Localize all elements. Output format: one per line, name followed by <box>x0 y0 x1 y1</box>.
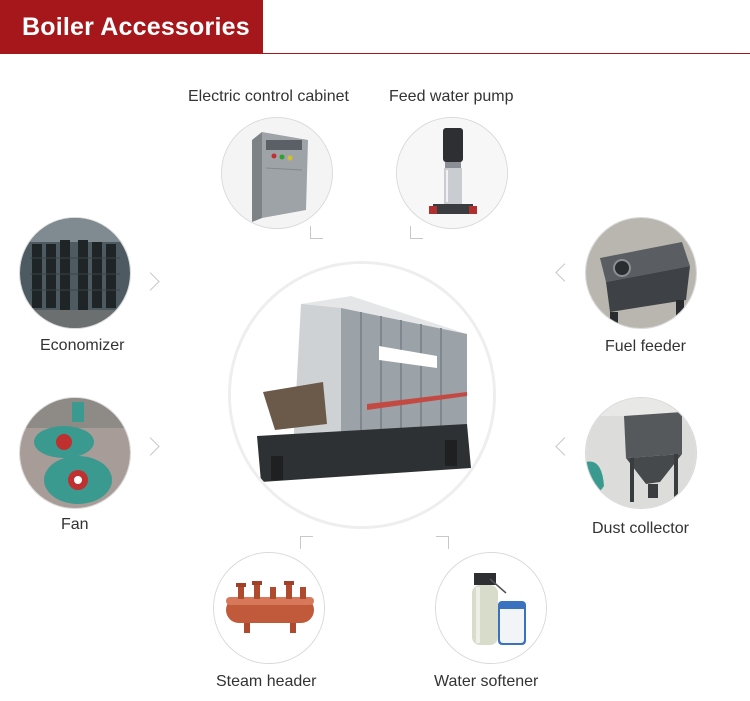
connector-arrow-cabinet <box>310 226 323 239</box>
connector-arrow-dust <box>555 437 574 456</box>
water-pump-image <box>396 117 508 229</box>
header-bar: Boiler Accessories <box>0 0 263 54</box>
control-cabinet-label: Electric control cabinet <box>188 88 349 105</box>
economizer-label: Economizer <box>40 337 125 354</box>
economizer-icon <box>20 218 130 328</box>
fan-image <box>19 397 131 509</box>
fan-icon <box>20 398 130 508</box>
control-cabinet-image <box>221 117 333 229</box>
dust-collector-image <box>585 397 697 509</box>
water-softener-image <box>435 552 547 664</box>
connector-arrow-steam <box>300 536 313 549</box>
page-title: Boiler Accessories <box>22 12 250 41</box>
boiler-icon <box>231 264 493 526</box>
steam-header-label: Steam header <box>216 673 317 690</box>
connector-arrow-feeder <box>555 263 574 282</box>
water-pump-icon <box>397 118 507 228</box>
economizer-image <box>19 217 131 329</box>
connector-arrow-fan <box>141 437 160 456</box>
dust-collector-icon <box>586 398 696 508</box>
boiler-image <box>228 261 496 529</box>
fuel-feeder-image <box>585 217 697 329</box>
connector-arrow-pump <box>410 226 423 239</box>
header-divider <box>263 53 750 54</box>
fan-label: Fan <box>61 516 89 533</box>
fuel-feeder-label: Fuel feeder <box>605 338 686 355</box>
water-softener-label: Water softener <box>434 673 539 690</box>
connector-arrow-softener <box>436 536 449 549</box>
connector-arrow-economizer <box>141 272 160 291</box>
dust-collector-label: Dust collector <box>592 520 689 537</box>
fuel-feeder-icon <box>586 218 696 328</box>
water-pump-label: Feed water pump <box>389 88 514 105</box>
control-cabinet-icon <box>222 118 332 228</box>
water-softener-icon <box>436 553 546 663</box>
steam-header-icon <box>214 553 324 663</box>
steam-header-image <box>213 552 325 664</box>
